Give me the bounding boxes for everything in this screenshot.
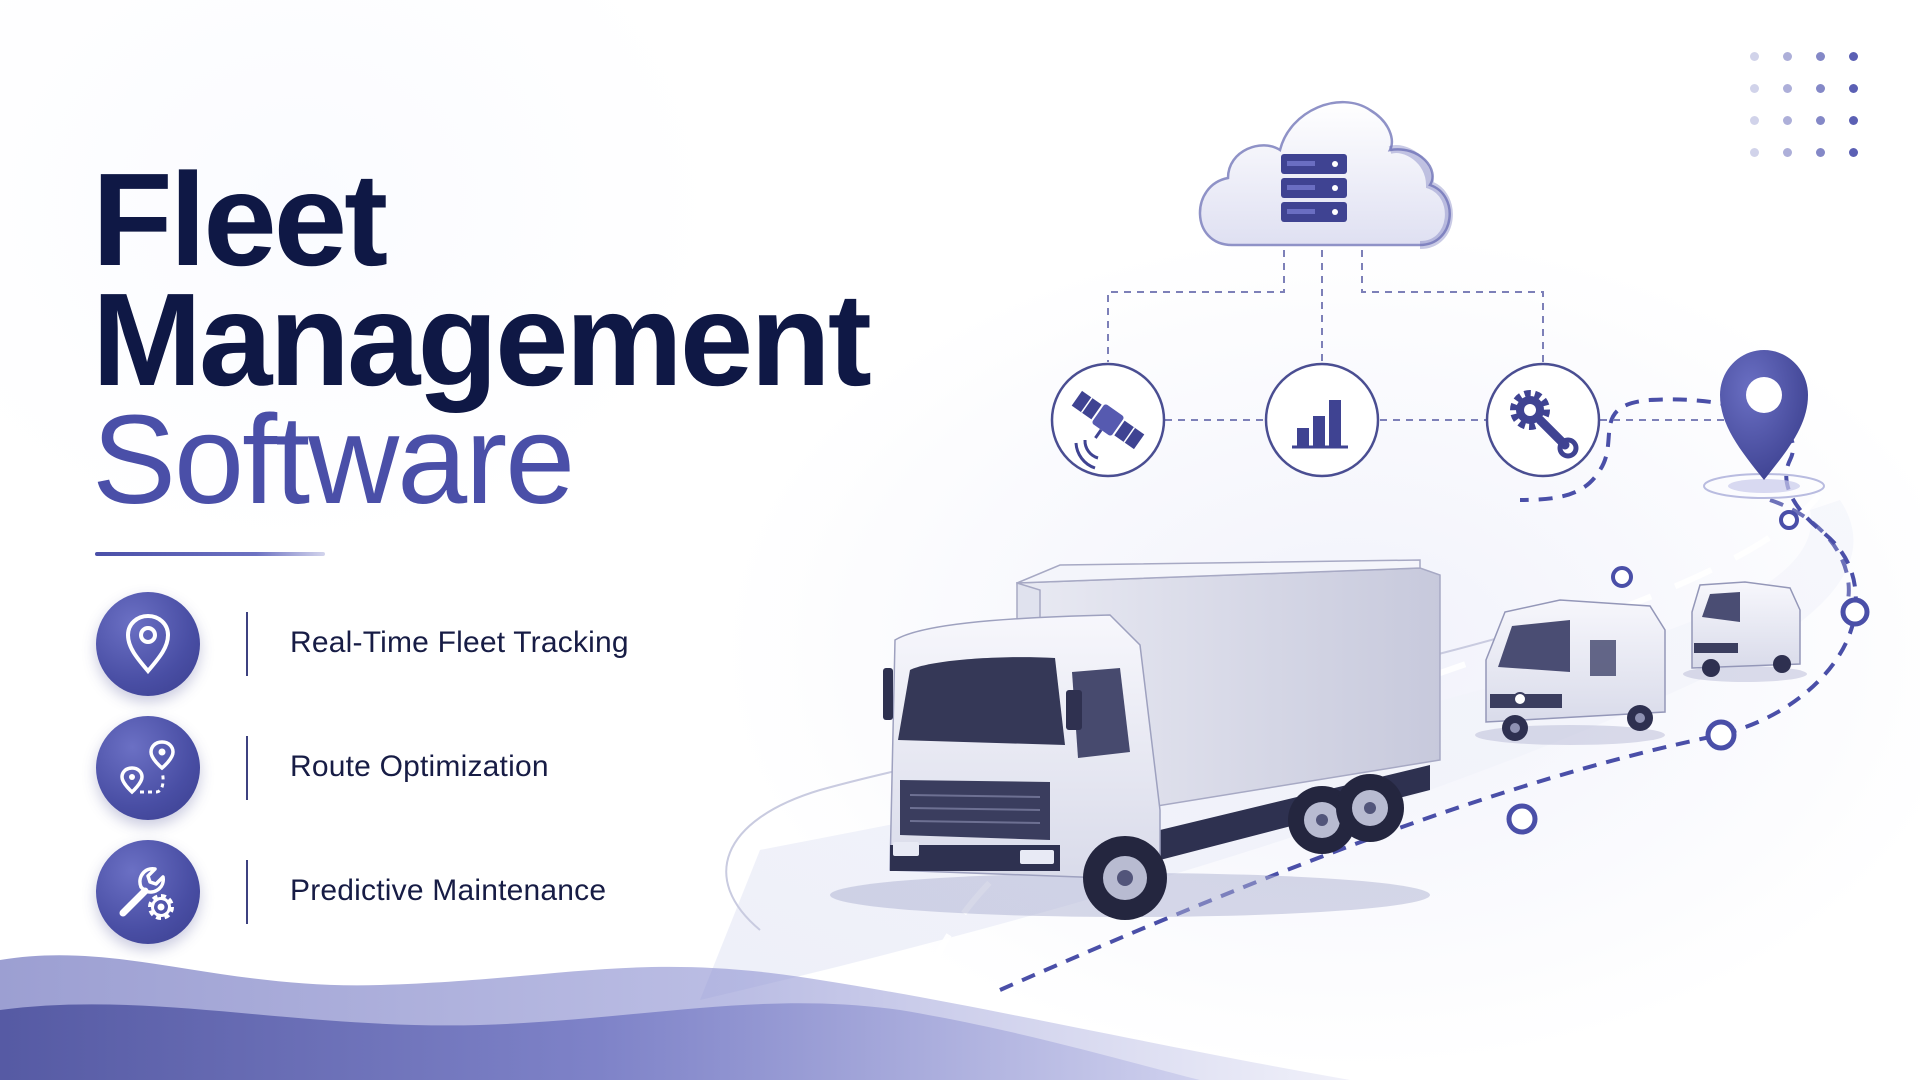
location-pin-icon	[96, 592, 200, 696]
title-line-fleet: Fleet	[92, 146, 388, 293]
feature-divider	[246, 612, 248, 676]
feature-item-maintenance: Predictive Maintenance	[96, 838, 696, 944]
feature-label: Predictive Maintenance	[290, 874, 607, 907]
delivery-van-near	[1475, 599, 1666, 745]
bar-chart-icon	[1264, 362, 1380, 478]
page-title: Fleet Management Software	[92, 146, 872, 530]
feature-label: Real-Time Fleet Tracking	[290, 626, 629, 659]
feature-list: Real-Time Fleet Tracking Route Optimizat…	[96, 590, 696, 962]
title-underline	[95, 552, 325, 556]
delivery-van-far	[1683, 581, 1807, 682]
truck-wheel	[1336, 774, 1404, 842]
gear-wrench-icon	[1485, 362, 1601, 478]
route-icon	[96, 716, 200, 820]
waypoint	[1705, 719, 1737, 751]
box-truck	[830, 559, 1441, 920]
bottom-wave	[0, 955, 1350, 1080]
feature-item-tracking: Real-Time Fleet Tracking	[96, 590, 696, 696]
waypoint	[1506, 803, 1538, 835]
title-line-software: Software	[92, 389, 575, 530]
title-line-management: Management	[92, 266, 872, 413]
feature-divider	[246, 860, 248, 924]
waypoint	[1779, 510, 1799, 530]
waypoint	[1611, 566, 1633, 588]
feature-label: Route Optimization	[290, 750, 549, 783]
feature-item-route: Route Optimization	[96, 714, 696, 820]
waypoint	[1840, 597, 1870, 627]
feature-divider	[246, 736, 248, 800]
route-path	[999, 397, 1870, 992]
cloud-server-icon	[1198, 100, 1453, 249]
cloud-network-diagram	[1050, 100, 1825, 499]
truck-wheel	[1083, 836, 1167, 920]
wrench-gear-icon	[96, 840, 200, 944]
satellite-icon	[1050, 362, 1166, 478]
map-pin-icon	[1703, 350, 1825, 499]
decorative-dot-grid	[1750, 52, 1859, 157]
